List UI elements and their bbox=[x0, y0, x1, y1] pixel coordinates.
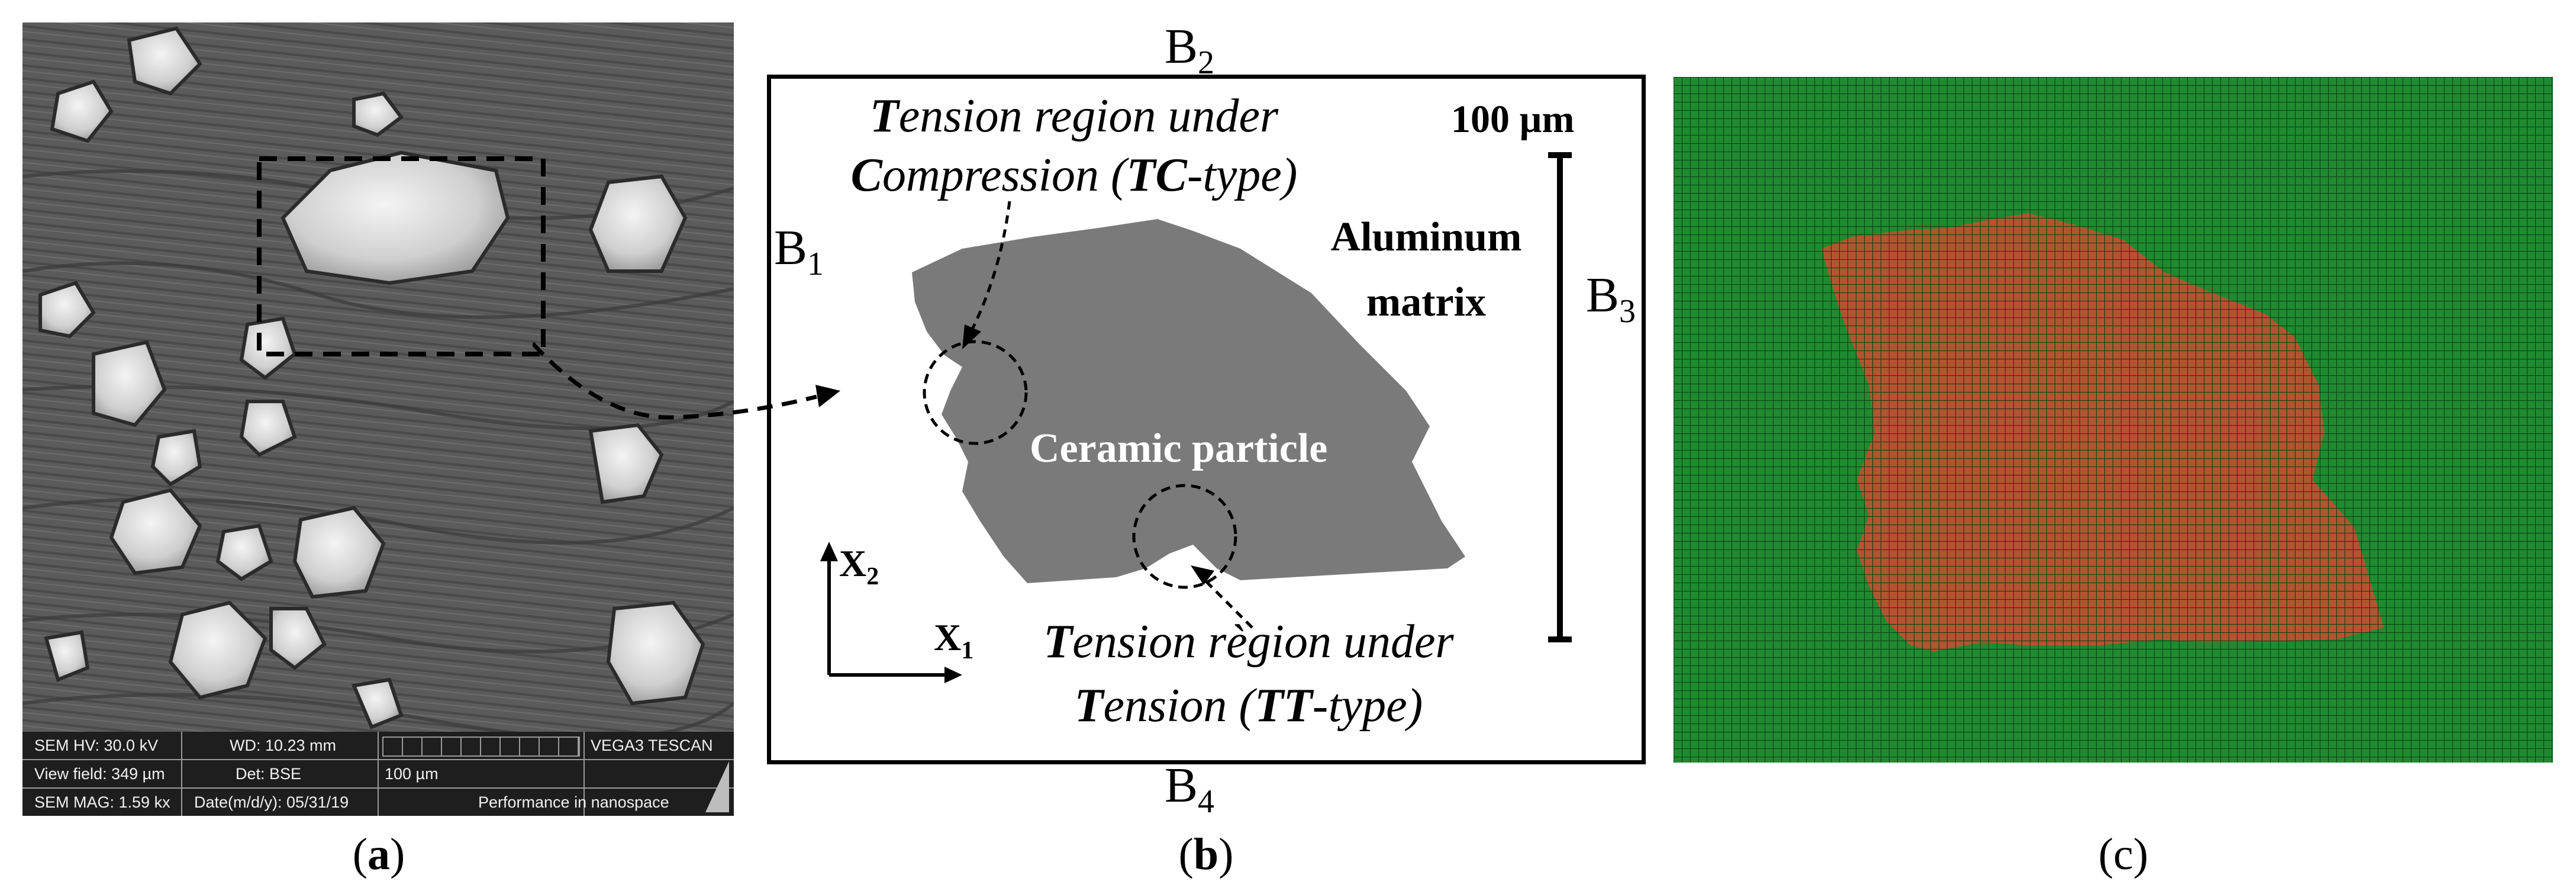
tescan-logo-icon bbox=[705, 761, 729, 812]
panel-c-mesh bbox=[1674, 77, 2553, 763]
sem-brand: VEGA3 TESCAN bbox=[591, 737, 713, 754]
axis-x2-label: X2 bbox=[839, 542, 879, 590]
caption-a: (a) bbox=[352, 829, 405, 879]
sem-scale-label: 100 µm bbox=[385, 765, 439, 783]
axis-x1-label: X1 bbox=[934, 616, 974, 664]
tc-label: Tension region under Compression (TC-typ… bbox=[850, 90, 1298, 201]
panel-a-sem-image: SEM HV: 30.0 kV WD: 10.23 mm VEGA3 TESCA… bbox=[22, 22, 735, 816]
sem-date: Date(m/d/y): 05/31/19 bbox=[194, 793, 349, 811]
matrix-label: Aluminum matrix bbox=[1330, 214, 1522, 325]
panel-b-schematic bbox=[767, 75, 1646, 764]
tt-label: Tension règion under Tension (TT-type) bbox=[1043, 616, 1454, 732]
caption-c: (c) bbox=[2098, 829, 2149, 879]
ceramic-particle-shape bbox=[912, 219, 1465, 583]
sem-scale-ticks bbox=[382, 737, 580, 757]
sem-info-bar: SEM HV: 30.0 kV WD: 10.23 mm VEGA3 TESCA… bbox=[22, 732, 734, 816]
tt-region-circle bbox=[1132, 484, 1237, 589]
sem-mag: SEM MAG: 1.59 kx bbox=[34, 793, 170, 811]
caption-b: (b) bbox=[1178, 829, 1234, 879]
label-b2: B2 bbox=[1165, 19, 1215, 81]
sem-detector: Det: BSE bbox=[236, 765, 302, 783]
sem-micrograph bbox=[22, 22, 735, 816]
label-b3: B3 bbox=[1586, 268, 1636, 330]
tc-region-circle bbox=[923, 340, 1028, 445]
label-b4: B4 bbox=[1165, 758, 1215, 820]
scale-bar-label: 100 µm bbox=[1451, 98, 1575, 141]
sem-slogan: Performance in nanospace bbox=[478, 793, 669, 811]
sem-view-field: View field: 349 µm bbox=[34, 765, 165, 783]
sem-wd: WD: 10.23 mm bbox=[230, 737, 337, 754]
sem-hv: SEM HV: 30.0 kV bbox=[34, 737, 159, 754]
particle-label: Ceramic particle bbox=[1030, 426, 1328, 471]
selection-box bbox=[257, 156, 546, 356]
panel-b-drawing bbox=[820, 152, 1572, 683]
label-b1: B1 bbox=[774, 220, 824, 282]
fe-mesh bbox=[1674, 77, 2553, 763]
